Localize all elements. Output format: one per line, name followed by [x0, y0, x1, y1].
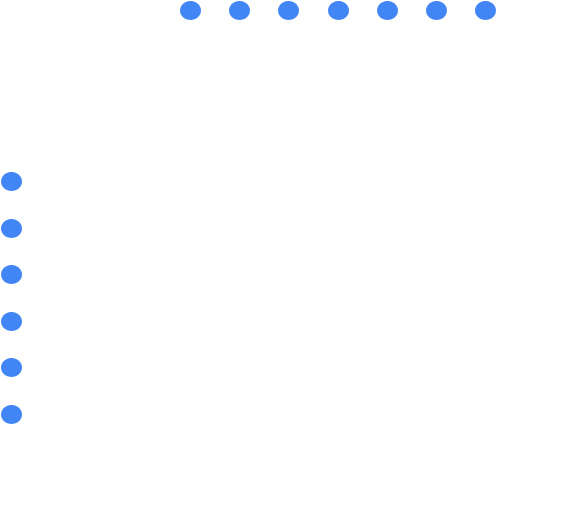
horizontal-dot-2-icon[interactable]: [229, 1, 250, 20]
vertical-dot-3-icon[interactable]: [1, 265, 22, 284]
vertical-dot-5-icon[interactable]: [1, 358, 22, 377]
vertical-dot-2-icon[interactable]: [1, 219, 22, 238]
horizontal-dot-7-icon[interactable]: [475, 1, 496, 20]
horizontal-dot-1-icon[interactable]: [180, 1, 201, 20]
vertical-dot-6-icon[interactable]: [1, 405, 22, 424]
horizontal-dot-4-icon[interactable]: [328, 1, 349, 20]
vertical-dot-1-icon[interactable]: [1, 172, 22, 191]
horizontal-dot-3-icon[interactable]: [278, 1, 299, 20]
vertical-dot-4-icon[interactable]: [1, 312, 22, 331]
horizontal-dot-6-icon[interactable]: [426, 1, 447, 20]
horizontal-dot-5-icon[interactable]: [377, 1, 398, 20]
